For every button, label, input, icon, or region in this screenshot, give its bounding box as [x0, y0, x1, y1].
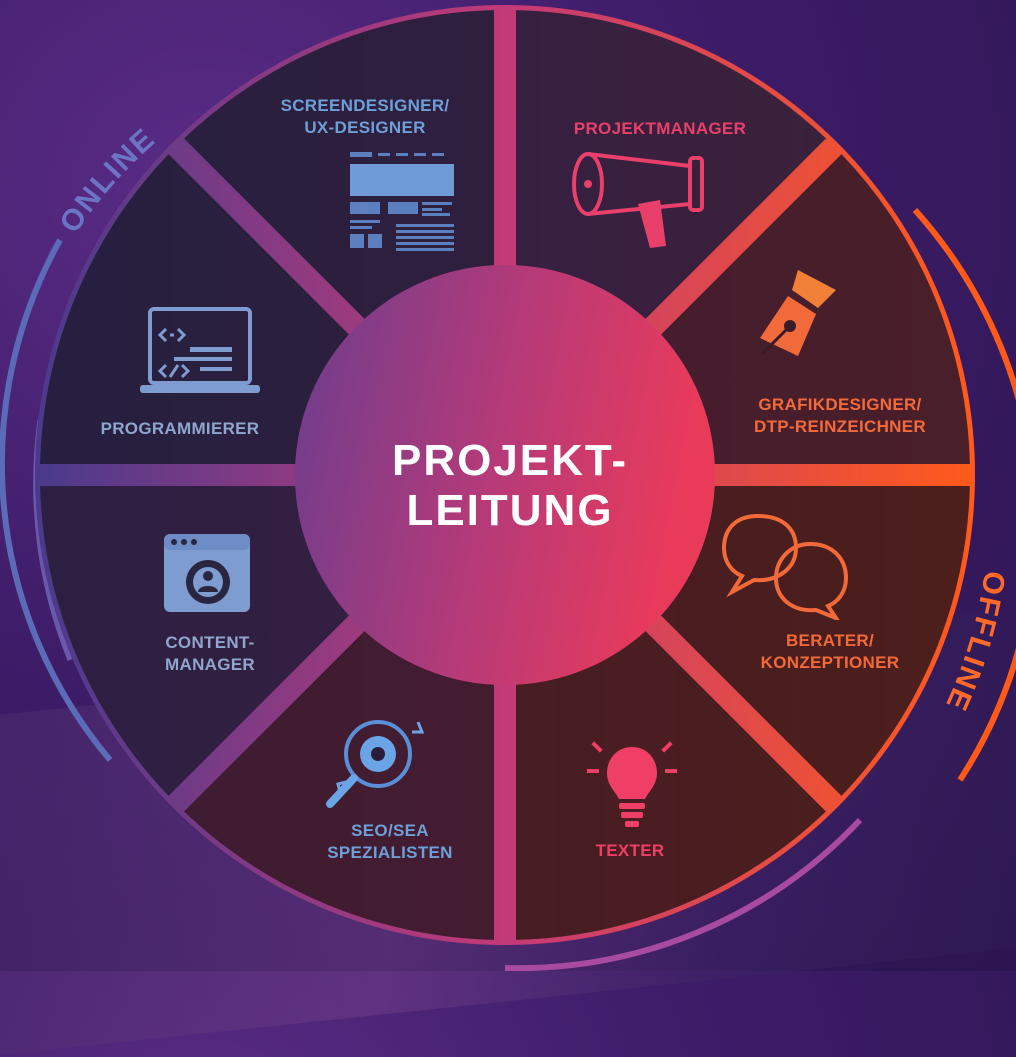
light-bulb-icon — [587, 741, 677, 827]
laptop-code-icon — [140, 307, 260, 393]
segment-seo — [40, 485, 349, 796]
pen-nib-icon — [760, 270, 836, 356]
segment-label-berater: BERATER/ KONZEPTIONER — [760, 631, 900, 672]
segment-berater — [515, 631, 826, 940]
online-arc — [0, 238, 113, 762]
segment-label-grafikdesigner: GRAFIKDESIGNER/ DTP-REINZEICHNER — [754, 395, 926, 436]
browser-gear-icon — [164, 534, 250, 612]
megaphone-icon — [572, 152, 704, 248]
offline-arc — [912, 207, 1016, 782]
segment-label-seo: SEO/SEA SPEZIALISTEN — [327, 821, 453, 862]
offline-arc-bottom — [504, 817, 863, 971]
search-gear-icon — [326, 720, 425, 808]
segment-label-programmierer: PROGRAMMIERER — [100, 419, 260, 438]
segment-programmierer — [184, 10, 495, 319]
center-circle — [295, 265, 715, 685]
segment-projektmanager — [661, 154, 970, 465]
wireframe-icon — [350, 152, 454, 251]
segment-label-content-manager: CONTENT- MANAGER — [165, 633, 255, 674]
center-title: PROJEKT- LEITUNG — [391, 436, 629, 535]
segment-grafikdesigner — [661, 485, 970, 796]
segment-label-texter: TEXTER — [595, 841, 665, 860]
segment-label-projektmanager: PROJEKTMANAGER — [573, 119, 747, 138]
speech-bubbles-icon — [721, 513, 849, 620]
role-wheel: ONLINE OFFLINE — [0, 5, 1016, 971]
segment-label-screendesigner: SCREENDESIGNER/ UX-DESIGNER — [280, 96, 450, 137]
